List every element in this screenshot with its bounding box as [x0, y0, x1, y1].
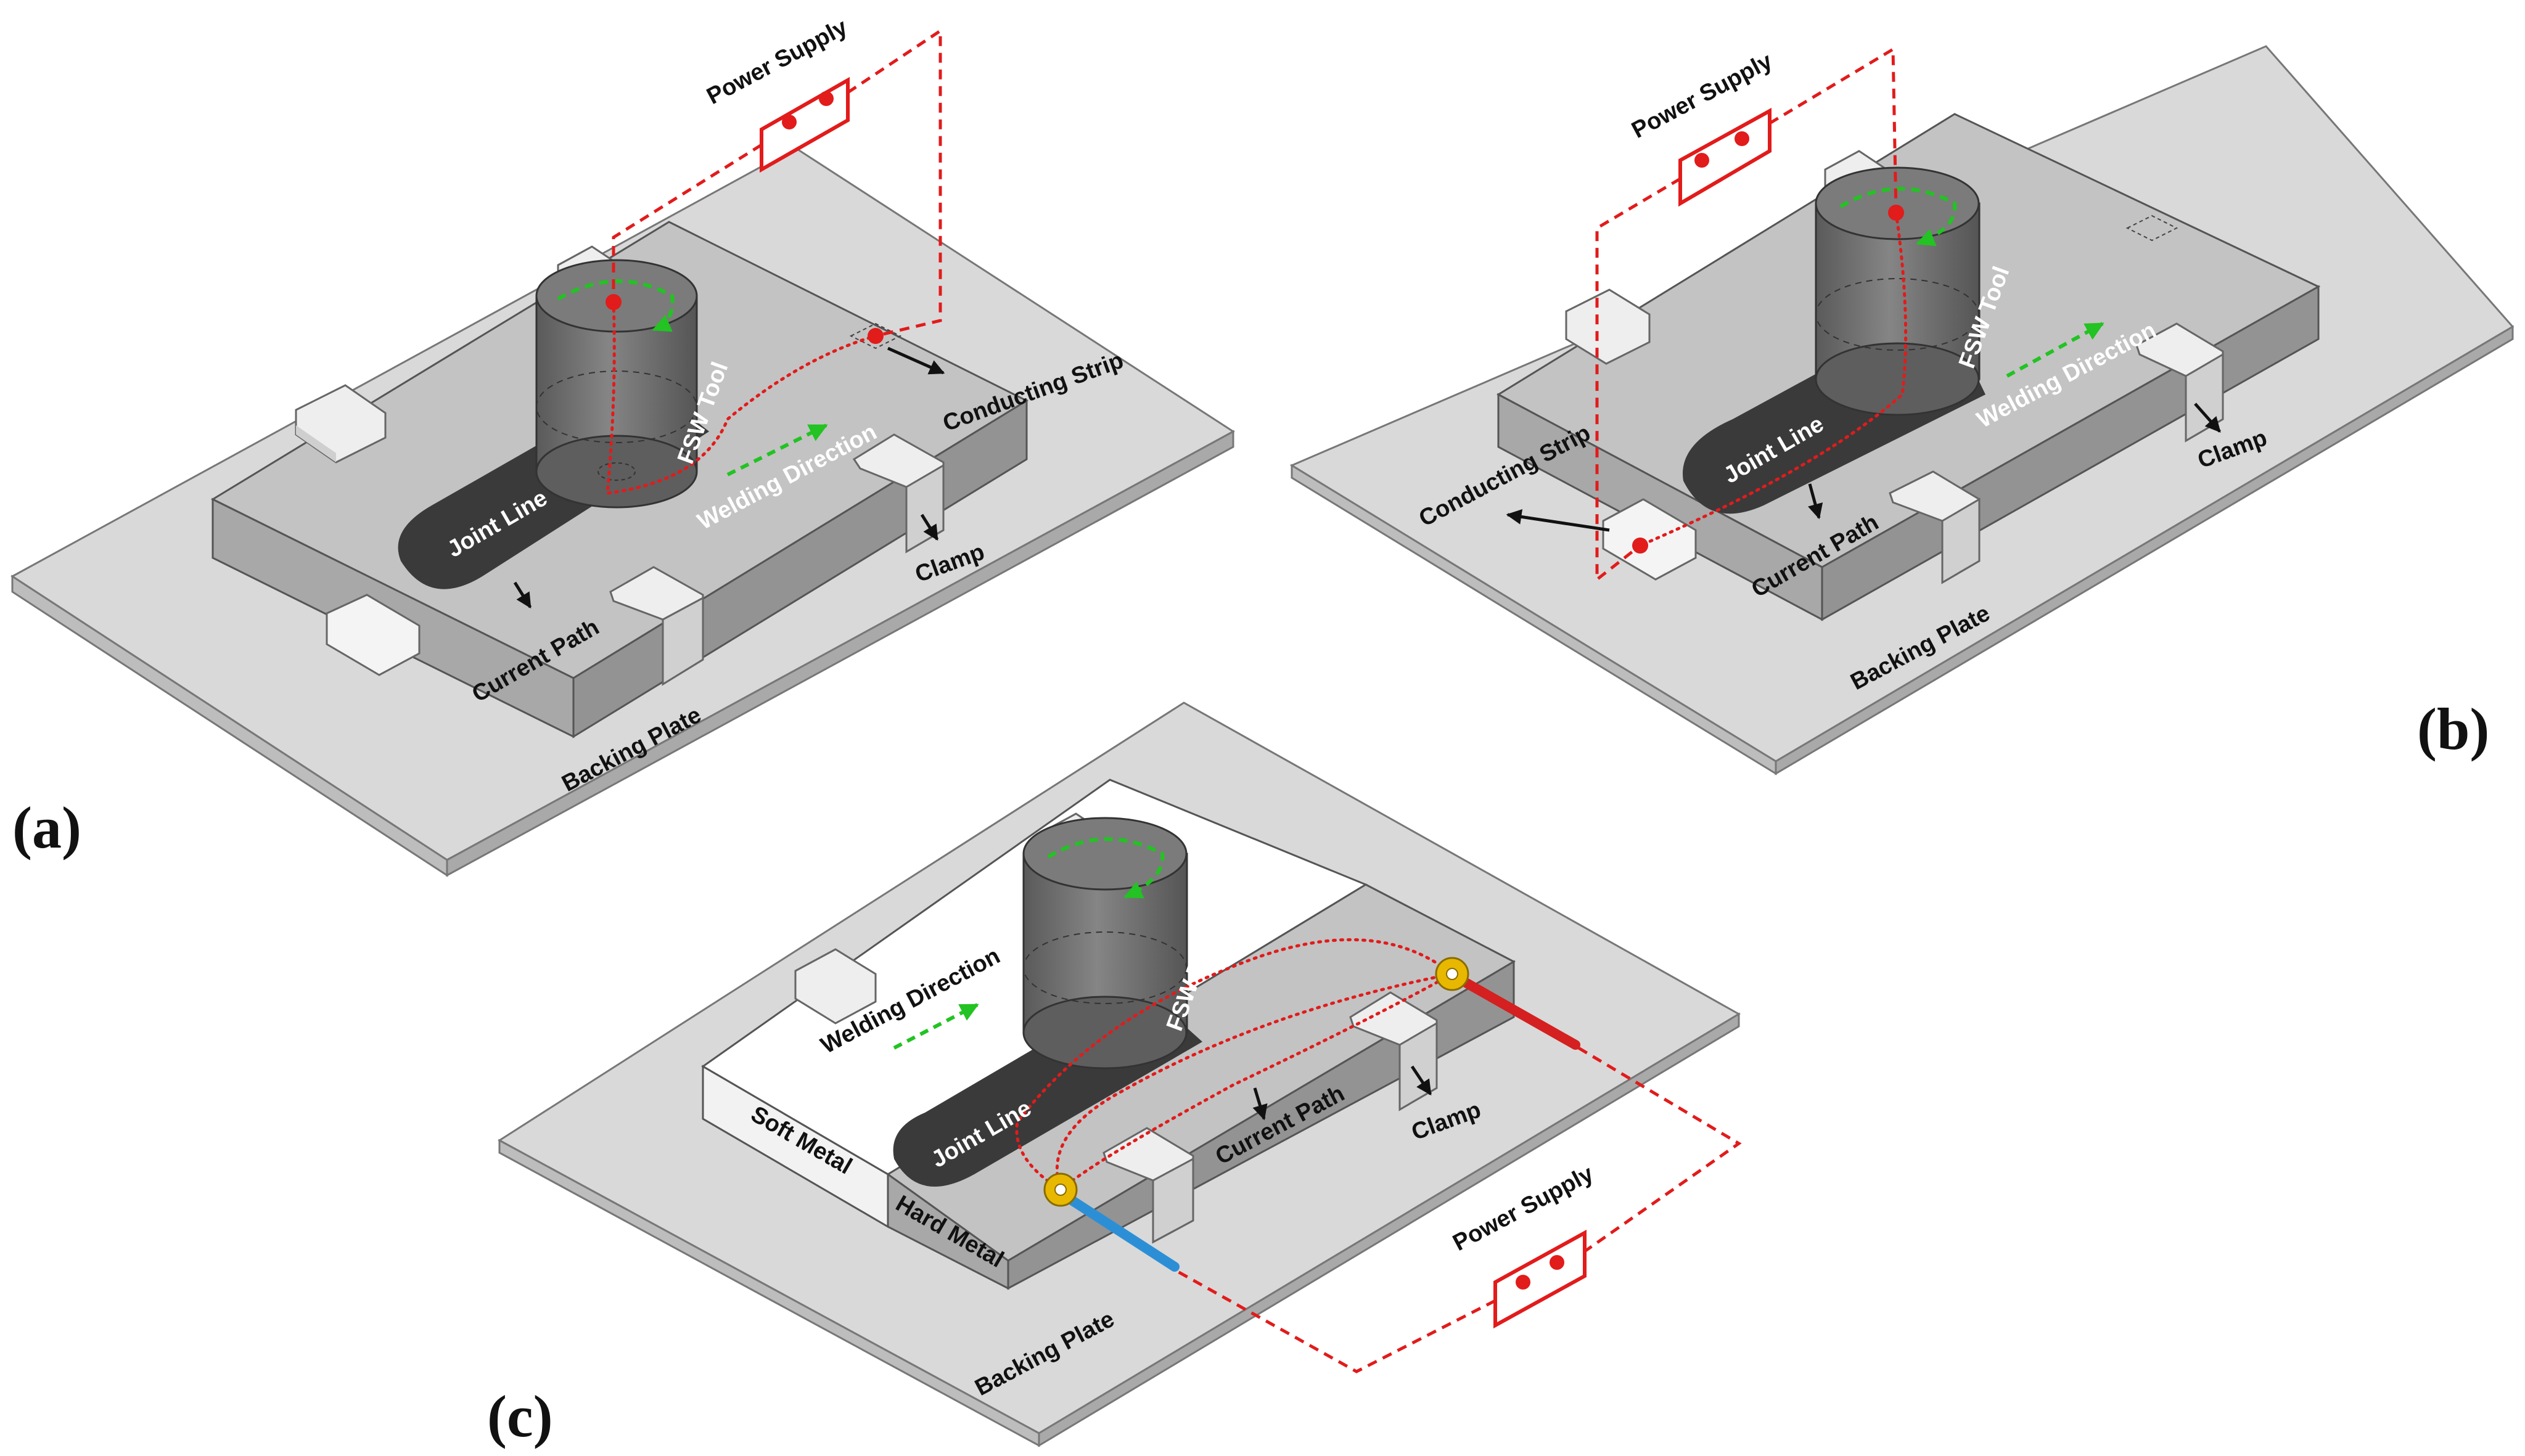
panel-c: Power Supply FSW Tool Welding Direction … — [487, 701, 1742, 1449]
clamp-b-left — [1565, 288, 1651, 365]
terminal-positive — [1694, 153, 1709, 168]
hard-metal-c — [886, 883, 1516, 1290]
clamp-b-front — [1889, 470, 1981, 584]
power-supply-b — [1595, 46, 1904, 583]
clamp-c-front — [1102, 1127, 1194, 1244]
clamp-a-left — [295, 384, 387, 464]
panel-letter-b: (b) — [2417, 696, 2489, 762]
panel-a: Power Supply FSW Tool Conducting Strip W… — [10, 14, 1235, 877]
current-path-b — [1638, 211, 1908, 547]
current-path-a — [606, 300, 877, 495]
cable-negative-c — [1043, 1172, 1180, 1272]
spare-block-a — [326, 594, 421, 676]
strip-marker-b — [2125, 215, 2178, 242]
clamp-c-left — [794, 948, 877, 1025]
terminal-negative — [1735, 131, 1749, 146]
clamp-a-front — [609, 566, 704, 686]
panel-letter-a: (a) — [12, 795, 81, 861]
cable-positive-c — [1435, 957, 1580, 1050]
conducting-strip-a — [849, 322, 902, 350]
power-supply-a — [606, 28, 942, 344]
power-supply-c — [1173, 1046, 1742, 1373]
terminal-negative — [1550, 1255, 1564, 1270]
terminal-positive — [1516, 1275, 1530, 1290]
current-path-c — [1015, 938, 1454, 1192]
panel-letter-c: (c) — [487, 1383, 553, 1449]
fsw-tool-c — [1022, 817, 1188, 1070]
conducting-strip-b — [1602, 498, 1697, 581]
fsw-tool-b — [1815, 166, 1981, 416]
terminal-positive — [782, 115, 797, 129]
panel-b: Power Supply FSW Tool Conducting Strip W… — [1289, 45, 2515, 775]
terminal-negative — [819, 91, 834, 106]
